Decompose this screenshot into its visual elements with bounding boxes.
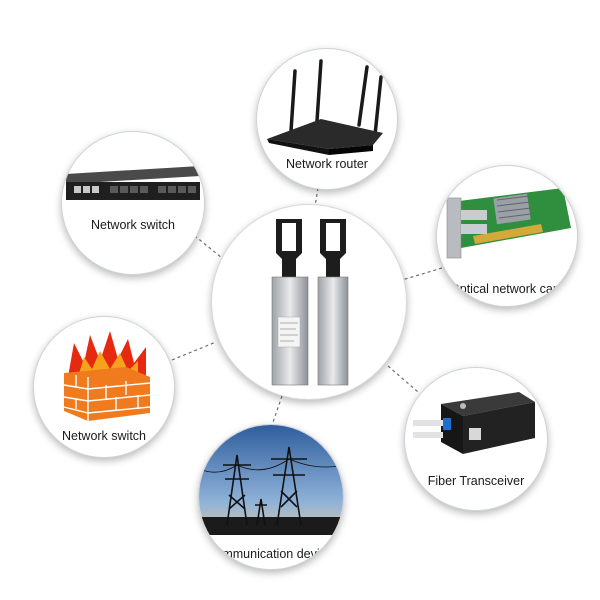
connector-firewall bbox=[171, 341, 217, 361]
connector-fiber bbox=[387, 365, 419, 393]
firewall-label: Network switch bbox=[61, 429, 147, 443]
router-label: Network router bbox=[286, 157, 368, 171]
connector-card bbox=[401, 267, 443, 281]
communication-bubble: communication device bbox=[198, 424, 344, 570]
firewall-icon bbox=[63, 331, 151, 421]
switch-bubble: Network switch bbox=[61, 131, 205, 275]
switch-label: Network switch bbox=[90, 218, 176, 232]
power-tower-icon bbox=[199, 425, 343, 535]
sfp-transceiver-modules-icon bbox=[271, 219, 349, 386]
fiber-transceiver-bubble: Fiber Transceiver bbox=[404, 367, 548, 511]
media-converter-icon bbox=[413, 392, 535, 454]
center-module-bubble bbox=[211, 204, 407, 400]
router-bubble: Network router bbox=[256, 48, 398, 190]
communication-label: communication device bbox=[209, 547, 333, 561]
rack-switch-icon bbox=[66, 166, 200, 200]
fiber-transceiver-label: Fiber Transceiver bbox=[427, 474, 525, 488]
network-card-icon bbox=[446, 188, 571, 259]
wifi-router-icon bbox=[267, 59, 383, 155]
firewall-bubble: Network switch bbox=[33, 316, 175, 458]
network-card-bubble: Optical network card bbox=[436, 165, 578, 307]
network-card-label: Optical network card bbox=[450, 282, 564, 296]
